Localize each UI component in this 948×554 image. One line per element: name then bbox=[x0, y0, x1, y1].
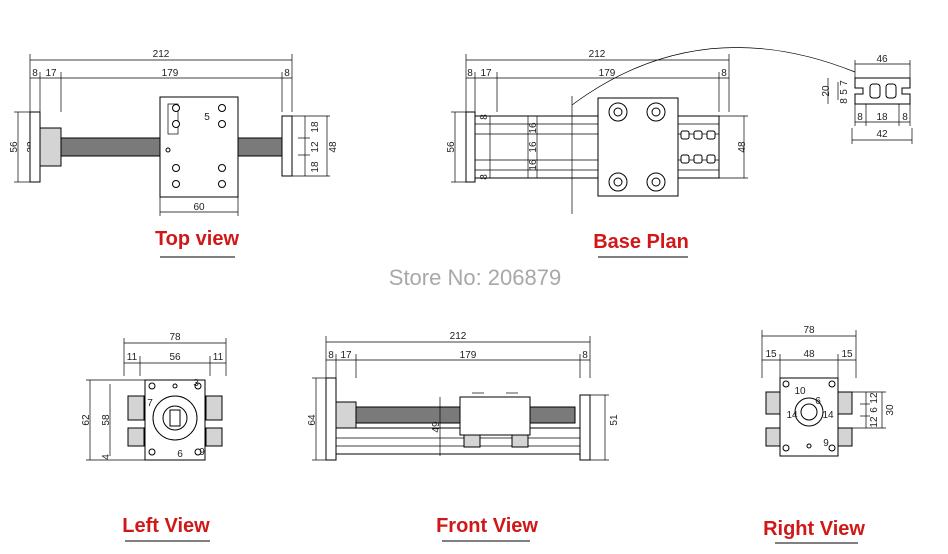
right-dim-hole-10: 10 bbox=[794, 386, 806, 397]
top-carriage-plate bbox=[159, 96, 239, 198]
front-dim-height-51: 51 bbox=[609, 414, 620, 426]
right-view: 78 15 48 15 14 14 6 9 10 12 6 12 bbox=[761, 325, 896, 544]
top-dim-left-end: 8 bbox=[32, 68, 38, 79]
right-view-title: Right View bbox=[763, 518, 865, 540]
top-dim-right-48: 48 bbox=[328, 141, 339, 153]
profile-dim-slot-8: 8 bbox=[839, 98, 850, 104]
top-view: 212 8 17 179 8 56 28 bbox=[9, 49, 339, 258]
left-view: 78 11 56 11 62 58 4 7 3 6 9 Left View bbox=[81, 332, 227, 542]
profile-dim-height: 20 bbox=[821, 85, 832, 97]
top-dim-hole-small: 5 bbox=[204, 112, 210, 123]
front-dim-left-end: 8 bbox=[328, 350, 334, 361]
top-dim-right-18b: 18 bbox=[310, 161, 321, 173]
top-dim-carriage-width: 60 bbox=[193, 202, 205, 213]
base-dim-overall: 212 bbox=[589, 49, 606, 60]
left-dim-side-b: 11 bbox=[213, 352, 224, 363]
left-dim-bolt-4: 4 bbox=[101, 454, 112, 460]
right-dim-side-b: 15 bbox=[841, 349, 853, 360]
base-bearing-wheels bbox=[608, 102, 666, 192]
front-dim-height-64: 64 bbox=[307, 414, 318, 426]
top-view-title: Top view bbox=[155, 228, 240, 250]
base-plan-title: Base Plan bbox=[593, 231, 689, 253]
base-dim-inner-b: 8 bbox=[479, 174, 490, 180]
left-dim-hole-3: 3 bbox=[193, 378, 199, 389]
base-dim-left-end: 8 bbox=[467, 68, 473, 79]
base-slot-holes bbox=[680, 130, 716, 164]
profile-dim-top: 46 bbox=[876, 54, 888, 65]
right-dim-overall: 78 bbox=[803, 325, 815, 336]
profile-dim-bottom-8b: 8 bbox=[902, 112, 908, 123]
left-dim-hole-7: 7 bbox=[147, 398, 153, 409]
base-dim-inner-a: 8 bbox=[479, 114, 490, 120]
left-bolt-holes bbox=[148, 382, 202, 456]
base-dim-height: 56 bbox=[446, 141, 457, 153]
right-dim-w-14a: 14 bbox=[786, 410, 798, 421]
base-dim-right-end: 8 bbox=[721, 68, 727, 79]
left-dim-side-a: 11 bbox=[127, 352, 138, 363]
left-dim-hole-9: 9 bbox=[199, 447, 205, 458]
base-dim-rail-span: 48 bbox=[737, 141, 748, 153]
top-lead-screw bbox=[60, 137, 283, 157]
profile-dim-slot-7: 7 bbox=[839, 80, 850, 86]
right-dim-h-30: 30 bbox=[885, 404, 896, 416]
front-lead-screw bbox=[355, 406, 576, 424]
front-dim-right-end: 8 bbox=[582, 350, 588, 361]
right-dim-h-12b: 12 bbox=[869, 416, 880, 428]
left-dim-overall: 78 bbox=[169, 332, 181, 343]
profile-dim-bottom-8a: 8 bbox=[857, 112, 863, 123]
right-dim-w-14b: 14 bbox=[822, 410, 834, 421]
front-carriage bbox=[459, 396, 531, 436]
top-dim-overall: 212 bbox=[153, 49, 170, 60]
profile-dim-bottom-42: 42 bbox=[876, 129, 888, 140]
base-dim-rail-b: 16 bbox=[528, 141, 539, 153]
left-view-title: Left View bbox=[122, 515, 210, 537]
base-plan-view: 212 8 17 179 8 56 8 8 16 16 16 bbox=[446, 47, 856, 258]
right-dim-hole-9: 9 bbox=[823, 438, 829, 449]
top-dim-motor-gap: 17 bbox=[45, 68, 57, 79]
top-dim-right-12: 12 bbox=[310, 141, 321, 153]
front-dim-motor-gap: 17 bbox=[340, 350, 352, 361]
base-dim-motor-gap: 17 bbox=[480, 68, 492, 79]
profile-dim-slot-5: 5 bbox=[839, 89, 850, 95]
top-dim-right-end: 8 bbox=[284, 68, 290, 79]
base-dim-rail-c: 16 bbox=[528, 159, 539, 171]
front-view: 212 8 17 179 8 64 49 51 bbox=[307, 331, 620, 542]
profile-section: 46 20 7 5 8 8 18 8 42 bbox=[821, 54, 913, 144]
right-dim-h-12a: 12 bbox=[869, 392, 880, 404]
top-dim-height-outer: 56 bbox=[9, 141, 20, 153]
top-dim-travel: 179 bbox=[162, 68, 179, 79]
top-dim-right-18a: 18 bbox=[310, 121, 321, 133]
front-dim-overall: 212 bbox=[450, 331, 467, 342]
store-label: Store No: 206879 bbox=[389, 265, 561, 290]
front-view-title: Front View bbox=[436, 515, 538, 537]
right-dim-center: 48 bbox=[803, 349, 815, 360]
profile-dim-bottom-18: 18 bbox=[876, 112, 888, 123]
top-mounting-holes bbox=[165, 104, 226, 188]
left-dim-height-58: 58 bbox=[101, 414, 112, 426]
base-dim-travel: 179 bbox=[599, 68, 616, 79]
left-dim-center: 56 bbox=[169, 352, 181, 363]
front-dim-travel: 179 bbox=[460, 350, 477, 361]
right-bolt-holes bbox=[782, 380, 836, 452]
left-dim-hole-6: 6 bbox=[177, 449, 183, 460]
right-dim-hole-6: 6 bbox=[815, 396, 821, 407]
right-dim-side-a: 15 bbox=[765, 349, 777, 360]
front-dim-height-49: 49 bbox=[431, 421, 442, 433]
left-dim-height-62: 62 bbox=[81, 414, 92, 426]
right-dim-h-6: 6 bbox=[869, 407, 880, 413]
base-dim-rail-a: 16 bbox=[528, 122, 539, 134]
